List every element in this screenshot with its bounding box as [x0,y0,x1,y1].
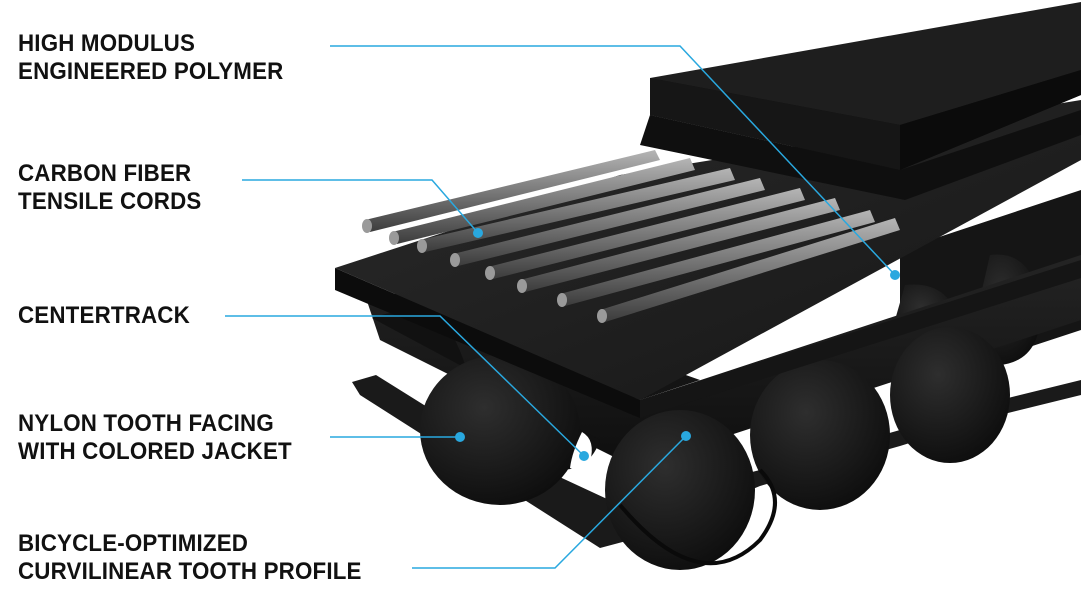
callout-dots [455,228,900,461]
callout-lines [225,45,896,569]
callout-dot-carbon [473,228,483,238]
carbon-fiber-cords [362,150,900,323]
label-nylon-tooth-facing: NYLON TOOTH FACING WITH COLORED JACKET [18,410,292,466]
label-line: CARBON FIBER [18,160,192,187]
label-line: ENGINEERED POLYMER [18,58,284,85]
label-line: CURVILINEAR TOOTH PROFILE [18,558,362,585]
label-line: TENSILE CORDS [18,188,202,215]
callout-dot-profile [681,431,691,441]
label-tooth-profile: BICYCLE-OPTIMIZED CURVILINEAR TOOTH PROF… [18,530,362,586]
polymer-top-layer [640,2,1081,200]
label-line: BICYCLE-OPTIMIZED [18,530,249,557]
label-carbon-fiber-cords: CARBON FIBER TENSILE CORDS [18,160,201,216]
label-line: WITH COLORED JACKET [18,438,292,465]
label-line: NYLON TOOTH FACING [18,410,274,437]
label-line: HIGH MODULUS [18,30,196,57]
label-centertrack: CENTERTRACK [18,302,190,330]
label-high-modulus-polymer: HIGH MODULUS ENGINEERED POLYMER [18,30,283,86]
label-line: CENTERTRACK [18,302,190,329]
callout-dot-nylon [455,432,465,442]
callout-line-centertrack [225,315,585,457]
callout-line-carbon [242,179,479,234]
callout-line-polymer [330,45,896,276]
callout-line-profile [412,435,687,569]
nylon-tooth-facing [352,375,1081,548]
callout-dot-polymer [890,270,900,280]
callout-dot-centertrack [579,451,589,461]
